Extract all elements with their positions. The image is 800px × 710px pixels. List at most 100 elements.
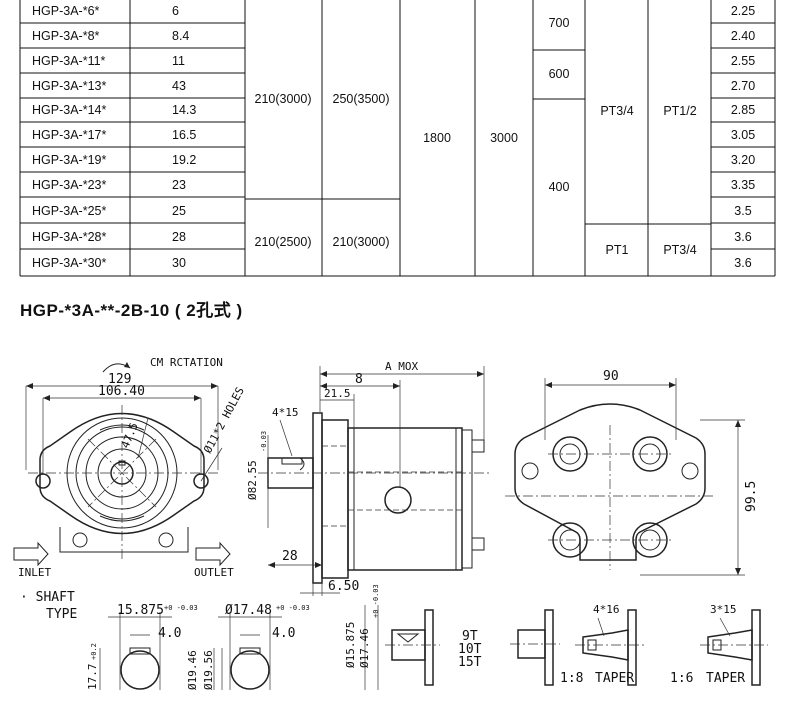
table-row-weight: 3.20 [731,153,755,167]
speed-min: 1800 [423,131,451,145]
table-row-displacement: 23 [172,178,186,192]
speed-limit-400: 400 [549,180,570,194]
holes-label: Ø11*2 HOLES [201,385,247,455]
pressure-max-a: 250(3500) [333,92,390,106]
table-row-displacement: 16.5 [172,128,196,142]
table-row-displacement: 11 [172,54,185,68]
s1-height: 17.7 [86,664,99,691]
s2-key: 4.0 [272,626,295,641]
t1-label: TAPER [595,671,634,686]
table-row-weight: 3.05 [731,128,755,142]
shaft-keyed-1748: Ø17.48 +0 -0.03 4.0 Ø19.46 Ø19.56 [186,603,310,690]
dia-82-55-tol: -0.03 [260,431,268,452]
t1-ratio: 1:8 [560,671,583,686]
s1-tol: +0 -0.03 [164,604,198,612]
table-row-weight: 3.6 [734,230,751,244]
s3-dia1: Ø15.875 [344,622,357,668]
s2-tol: +0 -0.03 [276,604,310,612]
t2-ratio: 1:6 [670,671,693,686]
table-row-weight: 2.85 [731,103,755,117]
dim-99-5: 99.5 [744,481,759,512]
section-heading: HGP-*3A-**-2B-10 ( 2孔式 ) [20,301,243,320]
front-view: CM RCTATION 129 106.40 47.5 Ø11*2 HOLES … [13,356,247,579]
spline-10t: 10T [458,642,482,657]
table-row-displacement: 6 [172,4,179,18]
spline-15t: 15T [458,655,482,670]
table-row-displacement: 19.2 [172,153,196,167]
table-row-model: HGP-3A-*28* [32,230,106,244]
shaft-plain [510,609,560,686]
table-row-displacement: 25 [172,204,186,218]
dim-21-5: 21.5 [324,387,351,400]
dim-129: 129 [108,372,131,387]
table-row-weight: 3.6 [734,256,751,270]
pressure-max-b: 210(3000) [333,235,390,249]
pressure-rated-b: 210(2500) [255,235,312,249]
s2-h1: Ø19.46 [186,650,199,690]
port-in-b: PT1 [606,243,629,257]
shaft-title: · SHAFT [20,590,75,605]
table-row-model: HGP-3A-*25* [32,204,106,218]
speed-limit-700: 700 [549,16,570,30]
table-row-weight: 2.25 [731,4,755,18]
pressure-rated-a: 210(3000) [255,92,312,106]
table-row-weight: 2.55 [731,54,755,68]
s2-h2: Ø19.56 [202,650,215,690]
port-in-a: PT3/4 [600,104,633,118]
table-row-weight: 3.5 [734,204,751,218]
t2-label: TAPER [706,671,745,686]
table-row-model: HGP-3A-*11* [32,54,106,68]
dim-106-40: 106.40 [98,384,145,399]
table-row-weight: 2.40 [731,29,755,43]
table-row-weight: 2.70 [731,79,755,93]
table-row-displacement: 30 [172,256,186,270]
shaft-types: · SHAFT TYPE 15.875 +0 -0.03 4.0 17.7 +0… [20,584,768,690]
table-row-model: HGP-3A-*23* [32,178,106,192]
table-row-model: HGP-3A-*30* [32,256,106,270]
table-row-model: HGP-3A-*6* [32,4,100,18]
key-4x15: 4*15 [272,406,299,419]
s1-height-tol: +0.2 [90,643,98,660]
table-row-weight: 3.35 [731,178,755,192]
outlet-label: OUTLET [194,566,234,579]
speed-max: 3000 [490,131,518,145]
dia-82-55: Ø82.55 [246,460,259,500]
table-row-model: HGP-3A-*8* [32,29,100,43]
shaft-taper-1-6: 3*15 1:6 TAPER [670,603,768,686]
dim-a-mox: A MOX [385,360,418,373]
shaft-title-type: TYPE [46,607,77,622]
table-row-displacement: 43 [172,79,186,93]
dim-28: 28 [282,549,298,564]
port-out-b: PT3/4 [663,243,696,257]
table-row-model: HGP-3A-*13* [32,79,106,93]
s3-tol: +0 -0.03 [372,584,380,618]
table-row-displacement: 8.4 [172,29,189,43]
table-row-model: HGP-3A-*19* [32,153,106,167]
shaft-spline: Ø15.875 Ø17.46 +0 -0.03 9T 10T 15T [344,584,482,690]
t2-key: 3*15 [710,603,737,616]
port-out-a: PT1/2 [663,104,696,118]
dim-8: 8 [355,372,363,387]
table-row-model: HGP-3A-*14* [32,103,106,117]
rotation-label: CM RCTATION [150,356,223,369]
s1-dia: 15.875 [117,603,164,618]
technical-drawing: CM RCTATION 129 106.40 47.5 Ø11*2 HOLES … [0,330,800,705]
t1-key: 4*16 [593,603,620,616]
s1-key: 4.0 [158,626,181,641]
dim-90: 90 [603,369,619,384]
inlet-label: INLET [18,566,51,579]
shaft-taper-1-8: 4*16 1:8 TAPER [560,603,645,686]
table-grid [19,0,776,277]
rear-view: 90 99.5 [505,369,759,576]
spline-9t: 9T [462,629,478,644]
dim-6-50: 6.50 [328,579,359,594]
table-row-displacement: 28 [172,230,186,244]
s2-dia: Ø17.48 [225,603,272,618]
s3-dia2: Ø17.46 [358,628,371,668]
side-view: A MOX 8 21.5 4*15 Ø82.55 -0.03 28 6.50 [246,360,490,596]
table-row-displacement: 14.3 [172,103,196,117]
shaft-keyed-15875: 15.875 +0 -0.03 4.0 17.7 +0.2 [86,603,198,690]
speed-limit-600: 600 [549,67,570,81]
